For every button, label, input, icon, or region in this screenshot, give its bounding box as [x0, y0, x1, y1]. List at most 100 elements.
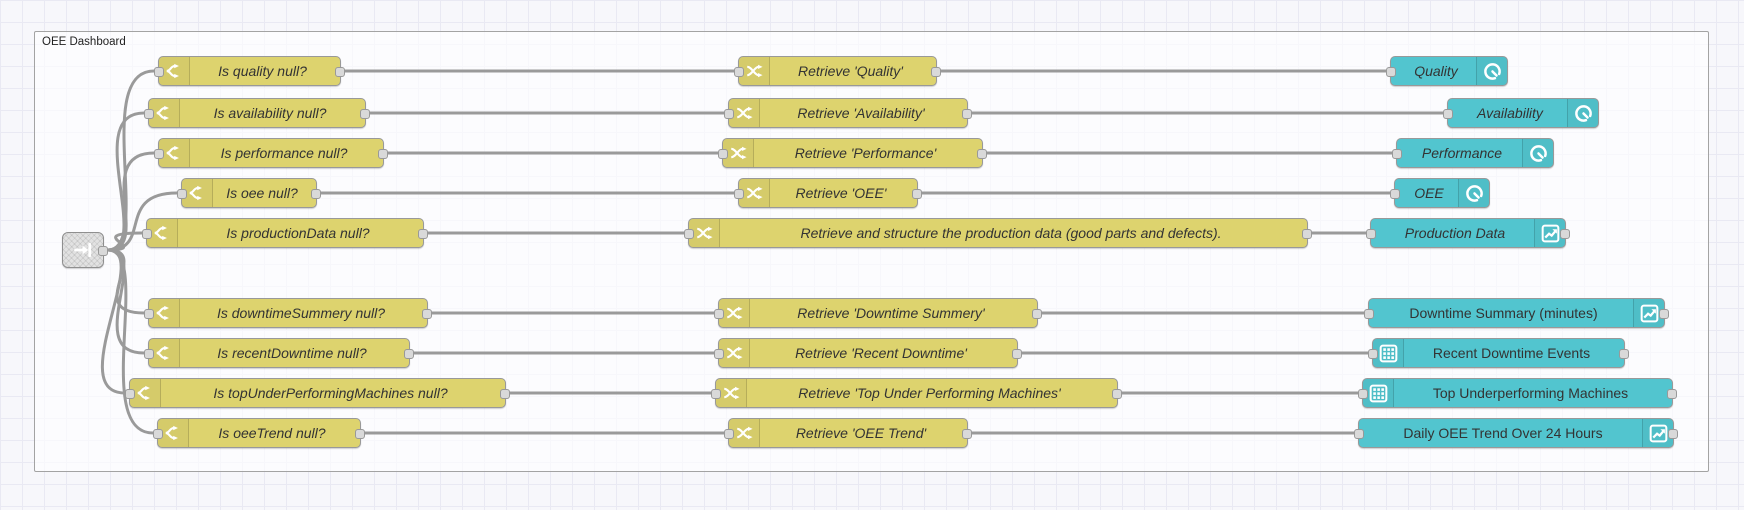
output-port[interactable]: [1032, 309, 1042, 319]
output-port[interactable]: [1112, 389, 1122, 399]
node-retrieve-quality[interactable]: Retrieve 'Quality': [734, 56, 941, 86]
input-port[interactable]: [1390, 189, 1400, 199]
node-ui-recent-downtime-events[interactable]: Recent Downtime Events: [1368, 338, 1629, 368]
output-port[interactable]: [912, 189, 922, 199]
output-port[interactable]: [422, 309, 432, 319]
output-port[interactable]: [311, 189, 321, 199]
output-port[interactable]: [962, 429, 972, 439]
node-is-recentdowntime-null[interactable]: Is recentDowntime null?: [144, 338, 414, 368]
wire-link-in-to-is-productiondata-null[interactable]: [106, 231, 144, 252]
input-port[interactable]: [714, 349, 724, 359]
node-is-topunderperformingmachines-null[interactable]: Is topUnderPerformingMachines null?: [125, 378, 510, 408]
input-port[interactable]: [154, 67, 164, 77]
input-port[interactable]: [734, 189, 744, 199]
input-port[interactable]: [1368, 349, 1378, 359]
input-port[interactable]: [144, 309, 154, 319]
input-port[interactable]: [734, 67, 744, 77]
table-icon: [1373, 339, 1404, 367]
node-retrieve-downtime-summery[interactable]: Retrieve 'Downtime Summery': [714, 298, 1042, 328]
node-label: Is downtimeSummery null?: [216, 305, 386, 321]
chart-icon: [1534, 219, 1565, 247]
wire-link-in-to-is-performance-null[interactable]: [106, 151, 156, 252]
node-is-availability-null[interactable]: Is availability null?: [144, 98, 370, 128]
output-port[interactable]: [1012, 349, 1022, 359]
output-port[interactable]: [404, 349, 414, 359]
node-is-oeetrend-null[interactable]: Is oeeTrend null?: [153, 418, 365, 448]
node-ui-daily-oee-trend[interactable]: Daily OEE Trend Over 24 Hours: [1354, 418, 1678, 448]
node-retrieve-production-data[interactable]: Retrieve and structure the production da…: [684, 218, 1312, 248]
input-port[interactable]: [714, 309, 724, 319]
change-icon: [723, 139, 754, 167]
output-port[interactable]: [418, 229, 428, 239]
input-port[interactable]: [724, 109, 734, 119]
wire-link-in-to-is-oeetrend-null[interactable]: [106, 248, 155, 435]
input-port[interactable]: [142, 229, 152, 239]
output-port[interactable]: [1659, 309, 1669, 319]
input-port[interactable]: [154, 149, 164, 159]
node-is-performance-null[interactable]: Is performance null?: [154, 138, 388, 168]
input-port[interactable]: [1443, 109, 1453, 119]
switch-icon: [182, 179, 213, 207]
input-port[interactable]: [125, 389, 135, 399]
node-ui-top-underperforming-machines[interactable]: Top Underperforming Machines: [1358, 378, 1677, 408]
output-port[interactable]: [378, 149, 388, 159]
wire-link-in-to-is-recentdowntime-null[interactable]: [106, 248, 146, 355]
input-port[interactable]: [1366, 229, 1376, 239]
node-retrieve-oee[interactable]: Retrieve 'OEE': [734, 178, 922, 208]
node-ui-quality[interactable]: Quality: [1386, 56, 1508, 86]
output-port[interactable]: [335, 67, 345, 77]
output-port[interactable]: [98, 246, 108, 256]
change-icon: [689, 219, 720, 247]
node-is-downtimesummery-null[interactable]: Is downtimeSummery null?: [144, 298, 432, 328]
input-port[interactable]: [177, 189, 187, 199]
change-icon: [719, 299, 750, 327]
output-port[interactable]: [1619, 349, 1629, 359]
input-port[interactable]: [1392, 149, 1402, 159]
output-port[interactable]: [1667, 389, 1677, 399]
node-ui-downtime-summary[interactable]: Downtime Summary (minutes): [1364, 298, 1669, 328]
output-port[interactable]: [931, 67, 941, 77]
input-port[interactable]: [718, 149, 728, 159]
input-port[interactable]: [1364, 309, 1374, 319]
node-retrieve-oee-trend[interactable]: Retrieve 'OEE Trend': [724, 418, 972, 448]
input-port[interactable]: [1358, 389, 1368, 399]
node-ui-production-data[interactable]: Production Data: [1366, 218, 1570, 248]
output-port[interactable]: [1302, 229, 1312, 239]
node-is-quality-null[interactable]: Is quality null?: [154, 56, 345, 86]
input-port[interactable]: [711, 389, 721, 399]
input-port[interactable]: [1386, 67, 1396, 77]
node-ui-availability[interactable]: Availability: [1443, 98, 1599, 128]
output-port[interactable]: [355, 429, 365, 439]
node-is-productiondata-null[interactable]: Is productionData null?: [142, 218, 428, 248]
input-port[interactable]: [724, 429, 734, 439]
node-retrieve-top-under-performing-machines[interactable]: Retrieve 'Top Under Performing Machines': [711, 378, 1122, 408]
wire-link-in-to-is-oee-null[interactable]: [106, 191, 179, 252]
output-port[interactable]: [500, 389, 510, 399]
node-link-in[interactable]: [62, 232, 108, 268]
change-icon: [739, 57, 770, 85]
node-retrieve-availability[interactable]: Retrieve 'Availability': [724, 98, 972, 128]
node-is-oee-null[interactable]: Is oee null?: [177, 178, 321, 208]
output-port[interactable]: [360, 109, 370, 119]
node-ui-performance[interactable]: Performance: [1392, 138, 1554, 168]
node-retrieve-recent-downtime[interactable]: Retrieve 'Recent Downtime': [714, 338, 1022, 368]
input-port[interactable]: [144, 349, 154, 359]
node-ui-oee[interactable]: OEE: [1390, 178, 1490, 208]
input-port[interactable]: [144, 109, 154, 119]
node-label: Is availability null?: [213, 105, 327, 121]
output-port[interactable]: [977, 149, 987, 159]
node-retrieve-performance[interactable]: Retrieve 'Performance': [718, 138, 987, 168]
input-port[interactable]: [153, 429, 163, 439]
output-port[interactable]: [1560, 229, 1570, 239]
input-port[interactable]: [684, 229, 694, 239]
switch-icon: [149, 299, 180, 327]
output-port[interactable]: [1668, 429, 1678, 439]
output-port[interactable]: [962, 109, 972, 119]
node-label: Performance: [1421, 145, 1503, 161]
node-label: Availability: [1477, 105, 1543, 121]
node-label: Is recentDowntime null?: [217, 345, 367, 361]
input-port[interactable]: [1354, 429, 1364, 439]
node-label: Retrieve 'Performance': [794, 145, 937, 161]
